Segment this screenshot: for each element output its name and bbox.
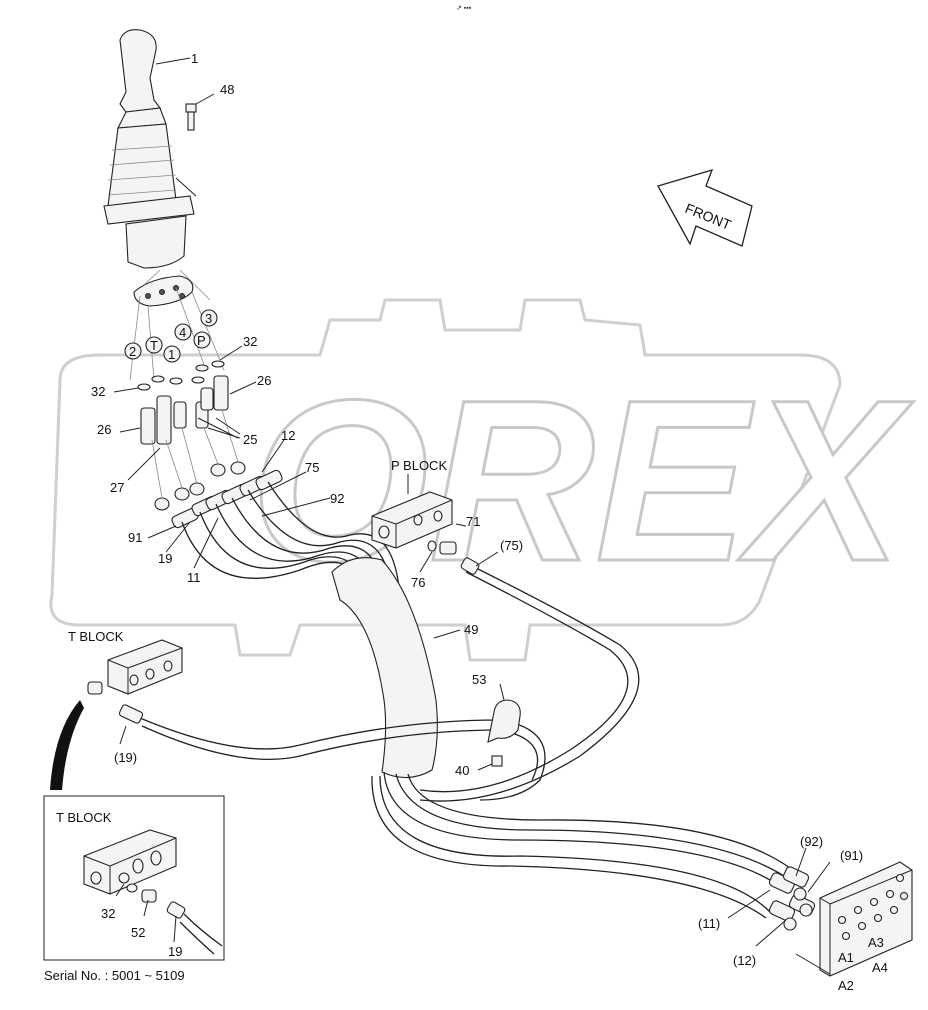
inset-box: T BLOCK [43, 795, 225, 961]
t-block: T BLOCK [68, 629, 183, 724]
callout-75-ref: (75) [500, 538, 523, 553]
callout-53: 53 [472, 672, 486, 687]
callout-48: 48 [220, 82, 234, 97]
hose-end-nuts [154, 461, 283, 529]
callout-32-right: 32 [243, 334, 257, 349]
o-rings [137, 360, 225, 391]
hose-loop [139, 567, 640, 802]
port-circle-4-label: 4 [179, 325, 186, 340]
callout-19-ref: (19) [114, 750, 137, 765]
bracket-fittings [768, 866, 816, 931]
p-block-label: P BLOCK [391, 458, 447, 473]
port-circle-4: 4 [174, 323, 192, 341]
callout-12-ref: (12) [733, 953, 756, 968]
joystick-lever [103, 29, 197, 269]
sleeve-49 [331, 557, 438, 779]
port-circle-2: 2 [124, 342, 142, 360]
callout-76: 76 [411, 575, 425, 590]
callout-27: 27 [110, 480, 124, 495]
port-circle-p: P [193, 331, 211, 349]
callout-91: 91 [128, 530, 142, 545]
callout-1: 1 [191, 51, 198, 66]
port-a2: A2 [838, 978, 854, 993]
callout-11-ref: (11) [698, 916, 720, 931]
bolt-48 [185, 103, 197, 131]
port-circle-3: 3 [200, 309, 218, 327]
hoses-to-bracket [371, 771, 791, 919]
watermark-gear [49, 298, 842, 662]
port-circle-1-label: 1 [168, 347, 175, 362]
t-block-label: T BLOCK [68, 629, 124, 644]
port-circle-t: T [145, 336, 163, 354]
callout-92: 92 [330, 491, 344, 506]
callout-92-ref: (92) [800, 834, 823, 849]
inset-t-block-label: T BLOCK [56, 810, 112, 825]
fitting-71-76 [427, 540, 480, 575]
serial-number: Serial No. : 5001 ~ 5109 [44, 968, 185, 983]
callout-49: 49 [464, 622, 478, 637]
port-circle-p-label: P [197, 333, 206, 348]
inset-callout-32: 32 [101, 906, 115, 921]
inset-callout-52: 52 [131, 925, 145, 940]
inset-callout-19: 19 [168, 944, 182, 959]
watermark-text: OREX [250, 352, 913, 609]
callout-91-ref: (91) [840, 848, 863, 863]
callout-25: 25 [243, 432, 257, 447]
port-a4: A4 [872, 960, 888, 975]
port-circle-t-label: T [150, 338, 158, 353]
callout-32-left: 32 [91, 384, 105, 399]
p-block: P BLOCK [371, 458, 453, 549]
detail-pointer [50, 700, 84, 790]
callout-19: 19 [158, 551, 172, 566]
callout-11: 11 [187, 570, 201, 585]
leader-lines [113, 345, 831, 947]
callout-26-left: 26 [97, 422, 111, 437]
mounting-plate [133, 275, 194, 307]
port-circle-3-label: 3 [205, 311, 212, 326]
port-circle-1: 1 [163, 345, 181, 363]
callout-71: 71 [466, 514, 480, 529]
top-mark: ↗ ▪▪▪ [456, 5, 472, 12]
callout-40: 40 [455, 763, 469, 778]
callout-12: 12 [281, 428, 295, 443]
port-a1: A1 [838, 950, 854, 965]
port-bracket [795, 861, 913, 977]
port-circle-2-label: 2 [129, 344, 136, 359]
callout-26-right: 26 [257, 373, 271, 388]
callout-75: 75 [305, 460, 319, 475]
port-a3: A3 [868, 935, 884, 950]
clamp-53 [487, 699, 521, 767]
fittings-25-26-27 [140, 375, 229, 445]
front-arrow: FRONT [657, 169, 753, 247]
